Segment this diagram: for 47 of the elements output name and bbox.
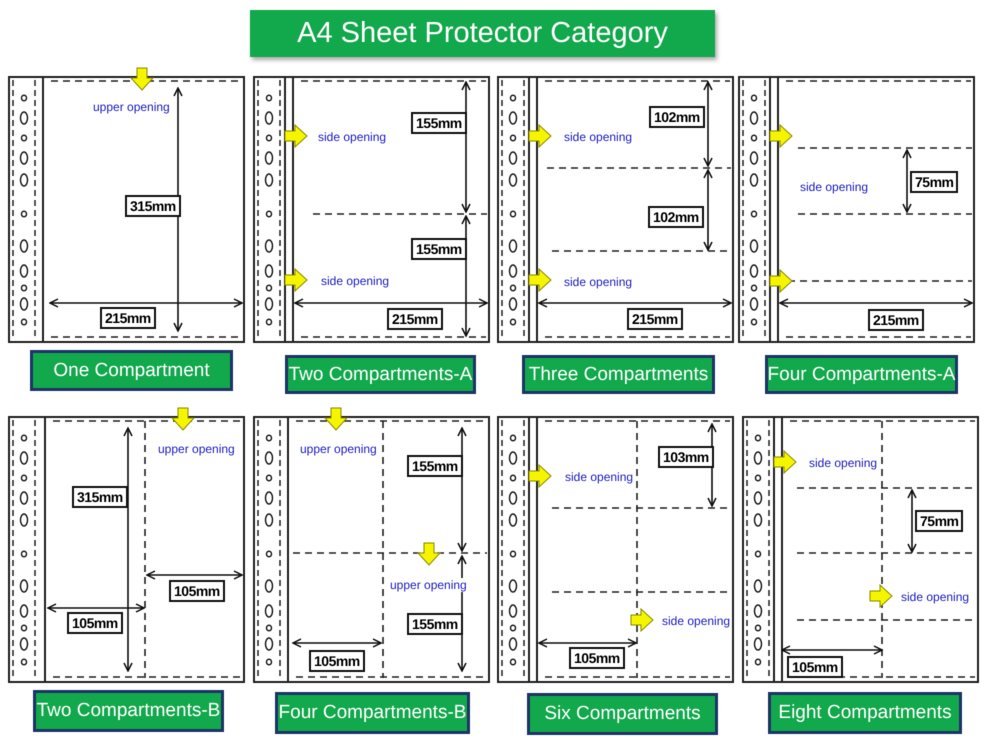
- dimension-label: 105mm: [169, 580, 225, 602]
- sheet-protector-outline: [742, 416, 979, 683]
- opening-label: side opening: [317, 130, 388, 144]
- opening-label: upper opening: [299, 442, 378, 456]
- dimension-label: 103mm: [658, 446, 714, 468]
- category-name-banner: Three Compartments: [522, 355, 715, 394]
- dimension-label: 315mm: [72, 486, 128, 508]
- category-name-banner: Four Compartments-B: [275, 692, 470, 734]
- dimension-label: 75mm: [910, 171, 958, 193]
- opening-label: side opening: [799, 180, 870, 194]
- opening-label: side opening: [808, 456, 878, 470]
- sheet-protector-outline: [497, 76, 734, 343]
- dimension-label: 155mm: [407, 613, 463, 635]
- dimension-label: 102mm: [648, 206, 704, 228]
- sheet-protector-outline: [497, 416, 734, 683]
- opening-label: side opening: [564, 470, 634, 484]
- sheet-protector-outline: [253, 76, 490, 343]
- opening-label: side opening: [563, 130, 634, 144]
- opening-label: upper opening: [157, 442, 236, 456]
- dimension-label: 155mm: [411, 238, 467, 260]
- dimension-label: 102mm: [649, 106, 705, 128]
- dimension-label: 105mm: [569, 647, 625, 669]
- opening-label: side opening: [320, 274, 390, 288]
- category-name-banner: Four Compartments-A: [765, 355, 958, 394]
- category-name-banner: Two Compartments-B: [33, 690, 224, 732]
- dimension-label: 105mm: [309, 650, 365, 672]
- dimension-label: 155mm: [407, 455, 463, 477]
- category-name-banner: Six Compartments: [527, 693, 718, 735]
- category-name-banner: Two Compartments-A: [285, 355, 476, 394]
- dimension-label: 155mm: [411, 112, 467, 134]
- dimension-label: 215mm: [627, 308, 683, 330]
- category-name-banner: One Compartment: [30, 350, 233, 391]
- opening-label: side opening: [900, 590, 970, 604]
- dimension-label: 215mm: [868, 309, 924, 331]
- dimension-label: 105mm: [787, 656, 843, 678]
- dimension-label: 75mm: [915, 510, 964, 532]
- opening-label: side opening: [661, 614, 732, 628]
- dimension-label: 215mm: [387, 308, 443, 330]
- opening-label: side opening: [563, 275, 634, 289]
- dimension-label: 215mm: [100, 307, 156, 329]
- opening-label: upper opening: [389, 578, 468, 592]
- title-banner: A4 Sheet Protector Category: [250, 10, 715, 57]
- sheet-protector-outline: [738, 76, 975, 343]
- opening-label: upper opening: [92, 100, 171, 114]
- dimension-label: 315mm: [125, 195, 181, 217]
- category-name-banner: Eight Compartments: [768, 692, 962, 734]
- dimension-label: 105mm: [67, 612, 123, 634]
